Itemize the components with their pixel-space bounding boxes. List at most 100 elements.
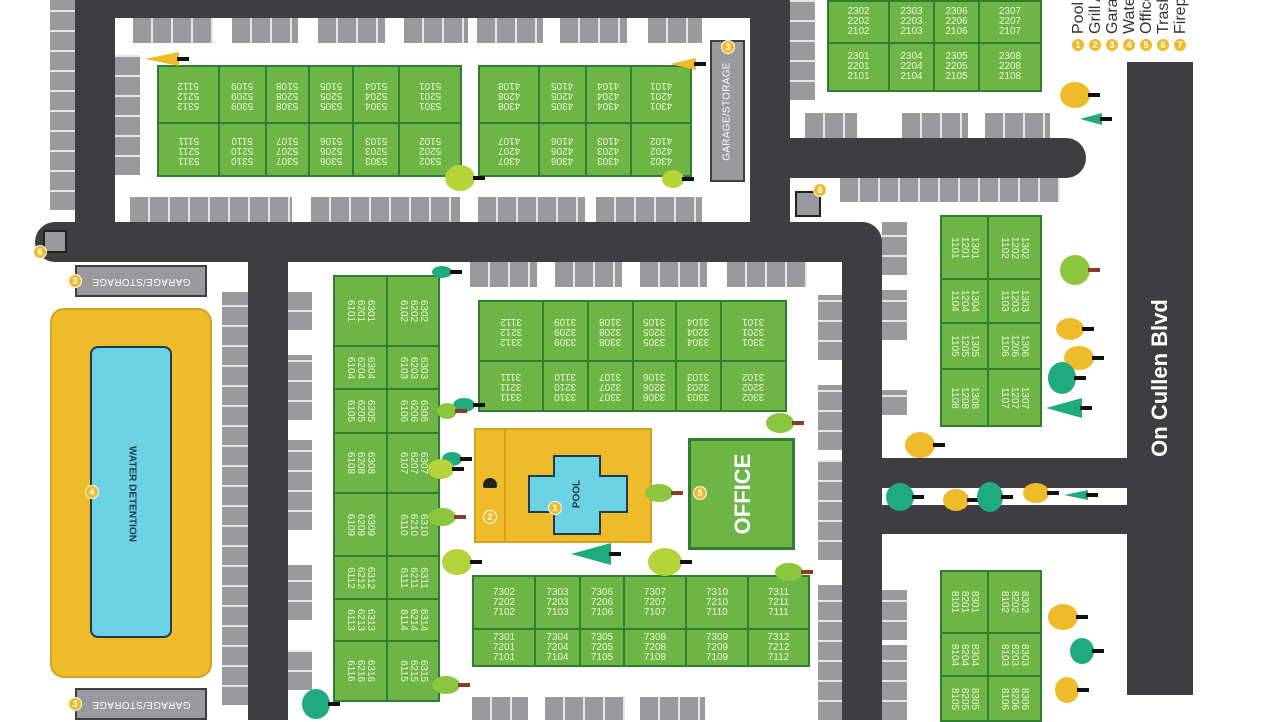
unit[interactable]: 3301 3201 3101 [720,300,787,362]
unit[interactable]: 2302 2202 2102 [827,0,890,44]
unit[interactable]: 4303 4203 4103 [585,122,632,177]
tree-trunk [694,62,706,66]
unit[interactable]: 1305 1205 1105 [940,322,989,370]
tree-crown [445,165,475,191]
unit[interactable]: 1302 1202 1102 [987,215,1042,280]
unit[interactable]: 6315 6215 6115 [386,640,440,702]
unit[interactable]: 1301 1201 1101 [940,215,989,280]
amenity-marker-4[interactable]: 4 [85,485,99,499]
legend-marker-1: 1 [1071,38,1085,52]
unit[interactable]: 2304 2204 2104 [888,42,935,92]
unit[interactable]: 3303 3203 3103 [675,360,722,412]
unit[interactable]: 5312 5212 5112 [157,65,220,124]
tree-icon [428,508,468,526]
unit[interactable]: 7305 7205 7105 [579,628,625,667]
unit[interactable]: 7312 7212 7112 [747,628,810,667]
unit[interactable]: 6306 6206 6106 [386,388,440,434]
amenity-marker-3[interactable]: 3 [68,274,82,288]
unit[interactable]: 4302 4202 4102 [630,122,692,177]
unit[interactable]: 5311 5211 5111 [157,122,220,177]
unit[interactable]: 5304 5204 5104 [352,65,400,124]
unit[interactable]: 8301 8201 8101 [940,570,989,634]
unit-numbers: 5301 5201 5101 [418,79,442,111]
unit[interactable]: 5310 5210 5110 [218,122,267,177]
unit[interactable]: 8302 8202 8102 [987,570,1042,634]
unit[interactable]: 7311 7211 7111 [747,575,810,630]
unit[interactable]: 6305 6205 6105 [333,388,388,434]
parking-stalls [115,55,140,175]
unit[interactable]: 5305 5205 5105 [308,65,354,124]
unit[interactable]: 6311 6211 6111 [386,555,440,600]
unit[interactable]: 4304 4204 4104 [585,65,632,124]
grill-icon [483,478,497,488]
unit[interactable]: 1307 1207 1107 [987,368,1042,427]
unit[interactable]: 6302 6202 6102 [386,275,440,347]
unit[interactable]: 5303 5203 5103 [352,122,400,177]
unit[interactable]: 8304 8204 8104 [940,632,989,677]
unit[interactable]: 2307 2207 2107 [978,0,1042,44]
unit[interactable]: 6313 6213 6113 [333,598,388,642]
unit[interactable]: 1304 1204 1104 [940,278,989,324]
amenity-marker-3[interactable]: 3 [721,40,735,54]
unit[interactable]: 2301 2201 2101 [827,42,890,92]
unit[interactable]: 2305 2205 2105 [933,42,980,92]
unit[interactable]: 6303 6203 6103 [386,345,440,390]
unit[interactable]: 3312 3212 3112 [478,300,544,362]
unit-numbers: 1306 1206 1106 [999,334,1031,358]
unit[interactable]: 4308 4208 4108 [478,65,540,124]
unit[interactable]: 7302 7202 7102 [472,575,536,630]
amenity-marker-1[interactable]: 1 [548,501,562,515]
unit[interactable]: 6304 6204 6104 [333,345,388,390]
unit[interactable]: 2308 2208 2108 [978,42,1042,92]
unit[interactable]: 7304 7204 7104 [534,628,581,667]
unit[interactable]: 3308 3208 3108 [587,300,634,362]
unit[interactable]: 6309 6209 6109 [333,492,388,557]
unit[interactable]: 4301 4201 4101 [630,65,692,124]
unit[interactable]: 6314 6214 6114 [386,598,440,642]
unit[interactable]: 3311 3211 3111 [478,360,544,412]
unit[interactable]: 5301 5201 5101 [398,65,462,124]
unit[interactable]: 1308 1208 1108 [940,368,989,427]
amenity-marker-5[interactable]: 5 [693,486,707,500]
amenity-marker-3[interactable]: 3 [68,697,82,711]
unit[interactable]: 6301 6201 6101 [333,275,388,347]
unit[interactable]: 5308 5208 5108 [265,65,310,124]
tree-crown [766,413,794,433]
unit[interactable]: 8305 8205 8105 [940,675,989,722]
unit[interactable]: 8303 8203 8103 [987,632,1042,677]
unit[interactable]: 3302 3202 3102 [720,360,787,412]
unit[interactable]: 4307 4207 4107 [478,122,540,177]
unit[interactable]: 1303 1203 1103 [987,278,1042,324]
unit[interactable]: 4306 4206 4106 [538,122,587,177]
unit[interactable]: 7303 7203 7103 [534,575,581,630]
unit[interactable]: 5306 5206 5106 [308,122,354,177]
unit[interactable]: 1306 1206 1106 [987,322,1042,370]
unit-numbers: 8301 8201 8101 [949,590,981,614]
unit[interactable]: 6316 6216 6116 [333,640,388,702]
unit[interactable]: 5307 5207 5107 [265,122,310,177]
unit[interactable]: 7306 7206 7106 [579,575,625,630]
unit[interactable]: 2306 2206 2106 [933,0,980,44]
tree-crown [1023,483,1049,503]
unit[interactable]: 3306 3206 3106 [632,360,677,412]
unit[interactable]: 6308 6208 6108 [333,432,388,494]
unit[interactable]: 7309 7209 7109 [685,628,749,667]
amenity-marker-6[interactable]: 6 [33,245,47,259]
unit[interactable]: 6312 6212 6112 [333,555,388,600]
unit[interactable]: 7308 7208 7108 [623,628,687,667]
amenity-marker-6[interactable]: 6 [813,183,827,197]
unit[interactable]: 4305 4205 4105 [538,65,587,124]
unit[interactable]: 3304 3204 3104 [675,300,722,362]
unit[interactable]: 7310 7210 7110 [685,575,749,630]
unit[interactable]: 7307 7207 7107 [623,575,687,630]
unit[interactable]: 3309 3209 3109 [542,300,589,362]
unit[interactable]: 3305 3205 3105 [632,300,677,362]
amenity-marker-2[interactable]: 2 [483,510,497,524]
unit[interactable]: 8306 8206 8106 [987,675,1042,722]
unit[interactable]: 3310 3210 3110 [542,360,589,412]
unit[interactable]: 3307 3207 3107 [587,360,634,412]
unit[interactable]: 5309 5209 5109 [218,65,267,124]
unit[interactable]: 7301 7201 7101 [472,628,536,667]
unit[interactable]: 2303 2203 2103 [888,0,935,44]
tree-icon [662,170,696,188]
